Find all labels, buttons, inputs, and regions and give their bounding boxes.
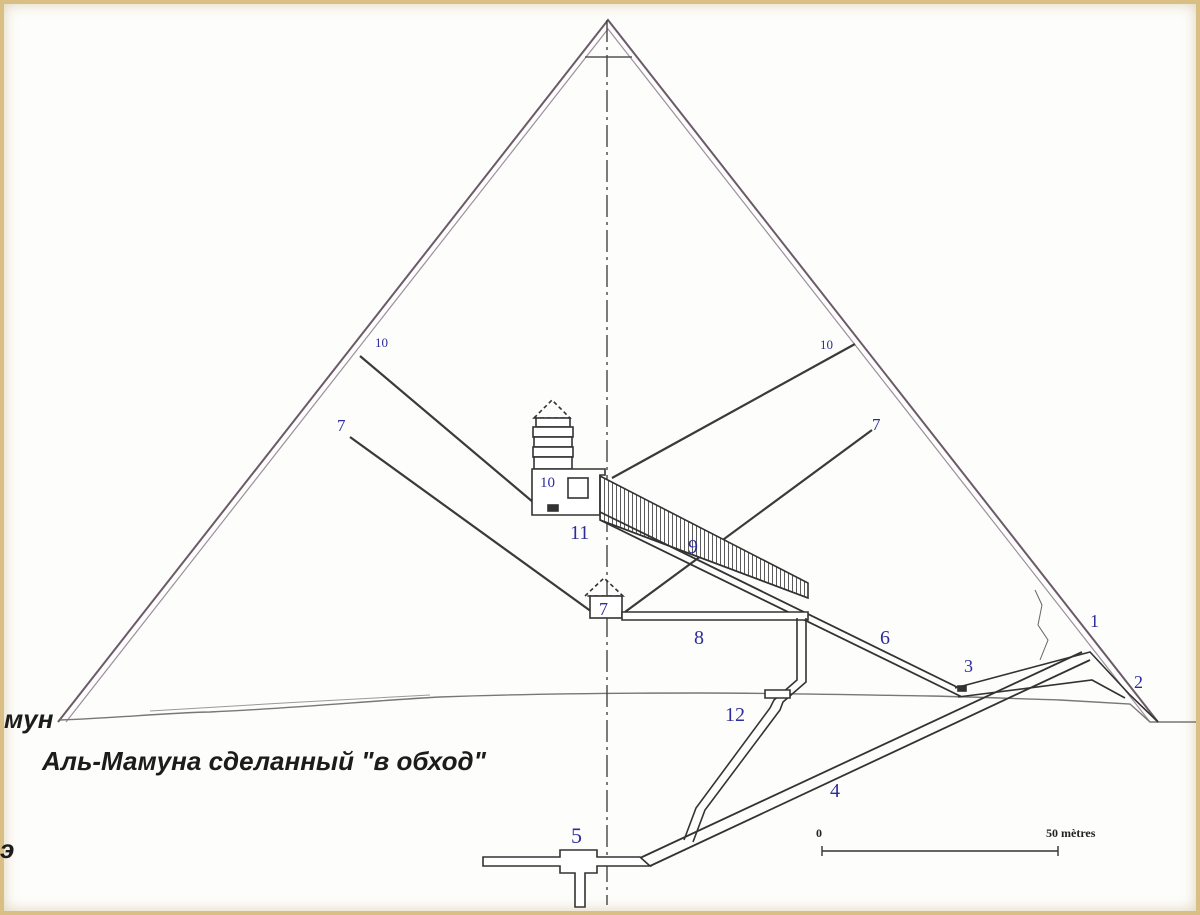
caption-line-3: э <box>0 834 15 864</box>
entrance-area <box>954 589 1159 723</box>
label-11: 11 <box>570 522 589 544</box>
label-2: 2 <box>1134 672 1143 692</box>
queens-chamber-complex <box>582 576 809 621</box>
pyramid-outline <box>57 18 1159 723</box>
label-7-upper-right: 7 <box>872 415 881 434</box>
scale-start-label: 0 <box>816 826 822 840</box>
label-10-left: 10 <box>375 335 388 350</box>
label-9: 9 <box>688 536 698 558</box>
ascending-passage <box>599 511 966 698</box>
label-8: 8 <box>694 627 704 649</box>
subterranean-chamber <box>482 849 653 908</box>
label-10-right: 10 <box>820 337 833 352</box>
label-6: 6 <box>880 627 890 649</box>
label-7-upper-left: 7 <box>337 416 346 435</box>
descending-passage <box>639 651 1091 867</box>
label-7-queens: 7 <box>599 599 608 619</box>
label-5: 5 <box>571 823 582 848</box>
label-4: 4 <box>830 780 840 802</box>
kings-chamber-complex <box>531 398 606 516</box>
label-10-kings: 10 <box>540 475 555 491</box>
label-3: 3 <box>964 656 973 676</box>
pyramid-cross-section-diagram: 1 2 3 4 5 6 7 7 7 8 9 10 10 10 11 12 0 5… <box>57 18 1196 908</box>
caption-line-1: мун <box>4 704 54 734</box>
diagram-sheet: 1 2 3 4 5 6 7 7 7 8 9 10 10 10 11 12 0 5… <box>0 4 1196 911</box>
well-shaft <box>683 618 807 843</box>
label-1: 1 <box>1090 611 1099 631</box>
grand-gallery <box>599 474 809 600</box>
ground-line-shade <box>149 694 431 712</box>
air-shafts <box>349 343 873 613</box>
number-labels: 1 2 3 4 5 6 7 7 7 8 9 10 10 10 11 12 <box>337 335 1143 848</box>
ground-line <box>59 692 1196 723</box>
scale-bar: 0 50 mètres <box>816 826 1096 856</box>
caption-line-2: Аль-Мамуна сделанный "в обход" <box>42 746 486 776</box>
label-12: 12 <box>725 704 745 726</box>
scale-end-label: 50 mètres <box>1046 826 1096 840</box>
